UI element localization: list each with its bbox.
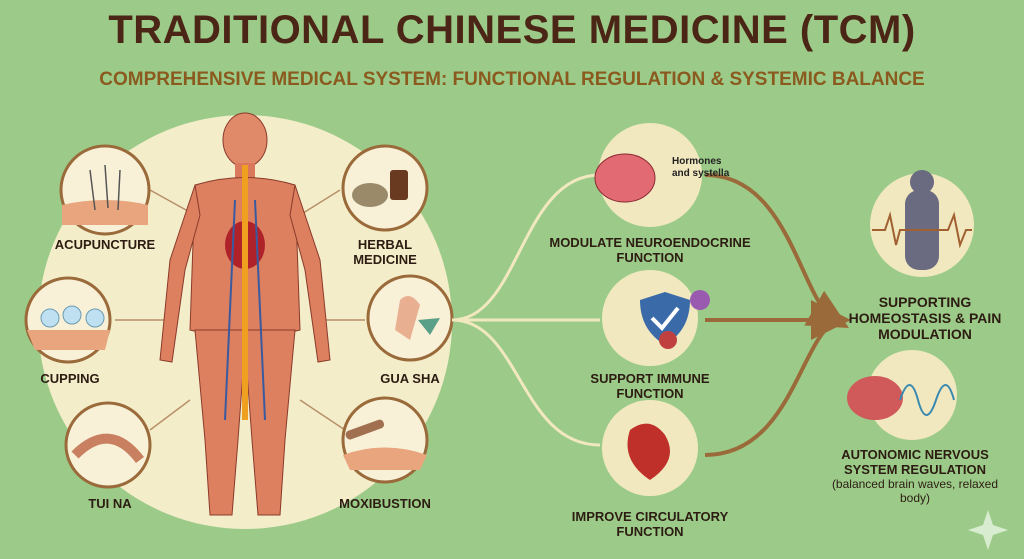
outcome-autonomic-group: AUTONOMIC NERVOUS SYSTEM REGULATION (bal… [830, 447, 1000, 505]
outcome-homeostasis: SUPPORTING HOMEOSTASIS & PAIN MODULATION [848, 294, 1002, 343]
therapy-cupping: CUPPING [40, 371, 100, 386]
therapy-tui-na: TUI NA [88, 496, 132, 511]
mechanism-immune: SUPPORT IMMUNE FUNCTION [590, 371, 710, 401]
hormones-note: Hormones and systella [672, 156, 730, 179]
therapy-gua-sha: GUA SHA [380, 371, 440, 386]
therapy-herbal-medicine: HERBAL MEDICINE [353, 237, 417, 267]
page-title: TRADITIONAL CHINESE MEDICINE (TCM) [108, 8, 916, 52]
therapy-moxibustion: MOXIBUSTION [339, 496, 431, 511]
page-subtitle: COMPREHENSIVE MEDICAL SYSTEM: FUNCTIONAL… [99, 69, 925, 90]
outcome-autonomic: AUTONOMIC NERVOUS SYSTEM REGULATION [841, 447, 989, 477]
mechanism-neuroendocrine: MODULATE NEUROENDOCRINE FUNCTION [549, 235, 751, 265]
therapy-acupuncture: ACUPUNCTURE [54, 237, 156, 252]
mechanism-circulatory: IMPROVE CIRCULATORY FUNCTION [571, 509, 729, 539]
herbal-circle [341, 144, 429, 232]
autonomic-circle [867, 350, 957, 440]
tui-na-circle [64, 401, 152, 489]
sparkle-icon [968, 510, 1008, 550]
human-anatomy-figure [159, 112, 331, 516]
outcome-autonomic-note: (balanced brain waves, relaxed body) [831, 476, 999, 505]
